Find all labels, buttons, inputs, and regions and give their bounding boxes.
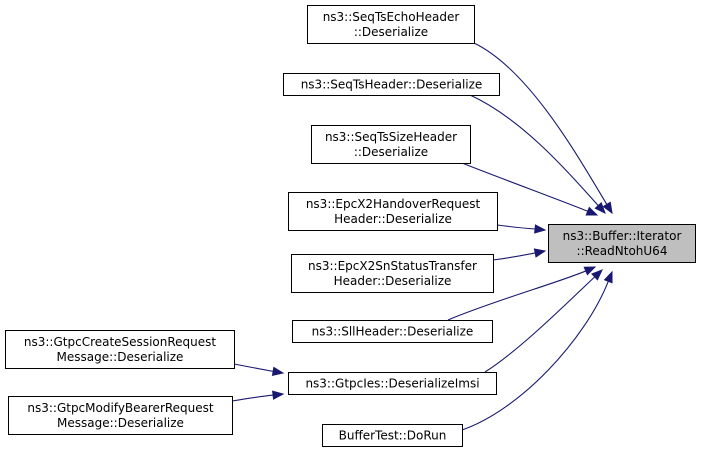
arrowhead: [534, 224, 547, 234]
arrowhead: [602, 201, 613, 215]
arrowhead: [272, 390, 285, 400]
node-label-line: ::Deserialize: [354, 145, 428, 159]
edge-seqts_echo-to-target: [473, 42, 613, 215]
edge-sll-to-target: [447, 266, 597, 321]
arrowhead: [583, 266, 597, 276]
node-label-line: ns3::EpcX2HandoverRequest: [306, 197, 481, 211]
node-label-line: ::ReadNtohU64: [577, 244, 668, 258]
node-label-line: ns3::SeqTsEchoHeader: [323, 10, 460, 24]
edge-seqts-to-target: [469, 94, 606, 214]
node-seqts-echo[interactable]: ns3::SeqTsEchoHeader::Deserialize: [307, 5, 475, 44]
node-label-line: ns3::SeqTsSizeHeader: [325, 130, 457, 144]
node-label-line: ns3::Buffer::Iterator: [563, 229, 682, 243]
node-buffertest[interactable]: BufferTest::DoRun: [322, 424, 463, 447]
arrowhead: [594, 202, 606, 214]
node-box: [8, 396, 233, 435]
edge-line: [461, 162, 588, 212]
edge-line: [231, 394, 274, 402]
node-box: [307, 5, 475, 44]
edge-line: [484, 276, 596, 373]
edge-line: [469, 94, 599, 206]
node-gtpc-modify[interactable]: ns3::GtpcModifyBearerRequestMessage::Des…: [8, 396, 233, 435]
node-sll[interactable]: ns3::SllHeader::Deserialize: [292, 320, 493, 343]
edge-gtpc_create-to-gtpc_imsi: [233, 363, 285, 376]
node-box: [311, 125, 471, 164]
node-box: [291, 254, 494, 293]
edge-gtpc_imsi-to-target: [484, 269, 603, 373]
node-label-line: Message::Deserialize: [57, 350, 184, 364]
edge-epc_handover-to-target: [496, 224, 547, 234]
node-label-line: Header::Deserialize: [334, 274, 452, 288]
node-label-line: ns3::SeqTsHeader::Deserialize: [301, 78, 483, 92]
node-label-line: BufferTest::DoRun: [339, 429, 447, 443]
edge-epc_sn-to-target: [492, 248, 547, 261]
node-gtpc-imsi[interactable]: ns3::GtpcIes::DeserializeImsi: [288, 372, 497, 395]
arrowhead: [591, 269, 603, 281]
node-label-line: ns3::EpcX2SnStatusTransfer: [308, 259, 477, 273]
node-epc-handover[interactable]: ns3::EpcX2HandoverRequestHeader::Deseria…: [288, 192, 498, 231]
node-label-line: ns3::GtpcIes::DeserializeImsi: [305, 377, 479, 391]
arrowhead: [533, 248, 547, 258]
edges-layer: [231, 42, 613, 431]
node-seqts[interactable]: ns3::SeqTsHeader::Deserialize: [283, 73, 500, 96]
node-target[interactable]: ns3::Buffer::Iterator::ReadNtohU64: [548, 224, 696, 263]
arrowhead: [603, 270, 613, 284]
edge-line: [473, 42, 608, 205]
edge-line: [461, 281, 609, 431]
node-box: [322, 424, 463, 447]
edge-line: [233, 363, 274, 372]
edge-buffertest-to-target: [461, 270, 613, 431]
edge-line: [447, 270, 587, 321]
node-label-line: ns3::SllHeader::Deserialize: [312, 325, 474, 339]
edge-gtpc_modify-to-gtpc_imsi: [231, 390, 285, 402]
arrowhead: [585, 206, 599, 216]
node-epc-sn[interactable]: ns3::EpcX2SnStatusTransferHeader::Deseri…: [291, 254, 494, 293]
node-box: [288, 372, 497, 395]
node-box: [288, 192, 498, 231]
node-box: [5, 330, 235, 369]
node-label-line: ns3::GtpcCreateSessionRequest: [24, 335, 216, 349]
node-label-line: Header::Deserialize: [334, 212, 452, 226]
node-box: [548, 224, 696, 263]
node-label-line: Message::Deserialize: [57, 416, 184, 430]
arrowhead: [271, 366, 285, 376]
edge-line: [492, 252, 536, 261]
node-gtpc-create[interactable]: ns3::GtpcCreateSessionRequestMessage::De…: [5, 330, 235, 369]
edge-line: [496, 224, 536, 230]
node-box: [283, 73, 500, 96]
edge-seqts_size-to-target: [461, 162, 599, 216]
node-label-line: ::Deserialize: [354, 25, 428, 39]
node-label-line: ns3::GtpcModifyBearerRequest: [27, 401, 214, 415]
node-seqts-size[interactable]: ns3::SeqTsSizeHeader::Deserialize: [311, 125, 471, 164]
nodes-layer: ns3::Buffer::Iterator::ReadNtohU64ns3::S…: [5, 5, 696, 447]
node-box: [292, 320, 493, 343]
